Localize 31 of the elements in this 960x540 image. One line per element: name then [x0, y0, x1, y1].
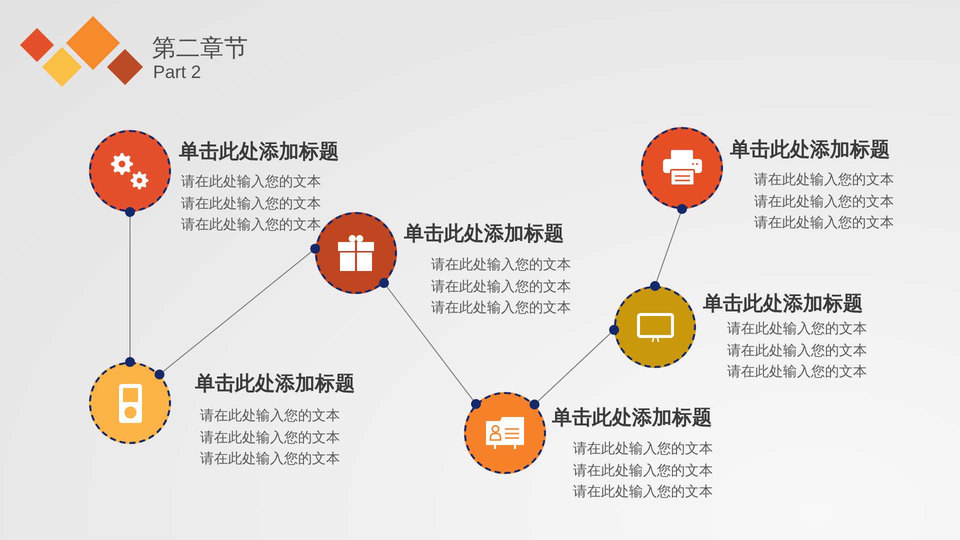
body-text: 请在此处输入您的文本: [754, 214, 894, 233]
subtitle-text: Part 2: [153, 61, 202, 83]
body-text: 请在此处输入您的文本: [727, 363, 867, 382]
page-title: 第二章节: [152, 34, 248, 62]
body-text: 请在此处输入您的文本: [200, 407, 340, 426]
body-text: 请在此处输入您的文本: [431, 256, 571, 275]
body-text: 请在此处输入您的文本: [200, 428, 340, 448]
section-heading: 单击此处添加标题: [195, 371, 355, 395]
section-heading: 单击此处添加标题: [179, 139, 339, 163]
body-text: 请在此处输入您的文本: [573, 462, 713, 480]
body-text: 请在此处输入您的文本: [754, 171, 894, 190]
connector-line: [379, 278, 481, 409]
body-text: 请在此处输入您的文本: [181, 216, 321, 235]
connector-line: [154, 244, 320, 380]
body-text: 请在此处输入您的文本: [573, 483, 713, 502]
body-text: 请在此处输入您的文本: [431, 299, 571, 318]
body-text: 请在此处输入您的文本: [754, 192, 894, 212]
section-heading: 单击此处添加标题: [730, 137, 890, 161]
body-text: 请在此处输入您的文本: [181, 194, 321, 214]
section-heading: 单击此处添加标题: [404, 221, 564, 245]
section-heading: 单击此处添加标题: [552, 405, 712, 429]
body-text: 请在此处输入您的文本: [181, 173, 321, 192]
section-heading: 单击此处添加标题: [703, 291, 863, 315]
body-text: 请在此处输入您的文本: [727, 320, 867, 339]
body-text: 请在此处输入您的文本: [200, 450, 340, 469]
connector-line: [650, 204, 687, 291]
body-text: 请在此处输入您的文本: [431, 278, 571, 296]
body-text: 请在此处输入您的文本: [727, 342, 867, 360]
body-text: 请在此处输入您的文本: [573, 440, 713, 459]
connector-line: [530, 324, 620, 410]
connector-line: [125, 207, 135, 367]
